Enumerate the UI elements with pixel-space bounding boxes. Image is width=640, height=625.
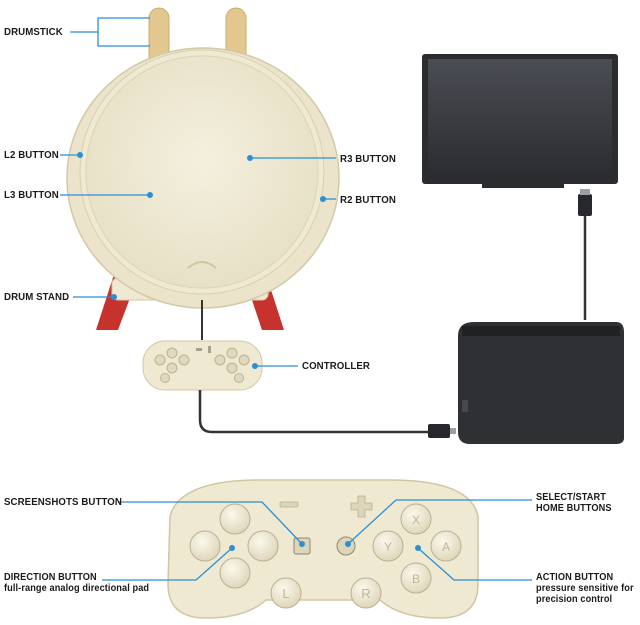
- label-select-start-line1: SELECT/START: [536, 492, 606, 503]
- label-direction-button: DIRECTION BUTTON full-range analog direc…: [4, 572, 149, 594]
- usb-plug-dock: [428, 424, 450, 438]
- button-x-glyph: X: [412, 513, 420, 527]
- hdmi-plug: [578, 194, 592, 216]
- label-r3-button: R3 BUTTON: [340, 153, 396, 165]
- label-drumstick: DRUMSTICK: [4, 26, 63, 38]
- television: [422, 54, 618, 188]
- button-l-glyph: L: [282, 586, 289, 601]
- right-button-cluster: [350, 503, 462, 609]
- label-action-title: ACTION BUTTON: [536, 572, 614, 583]
- switch-dock: [458, 322, 624, 444]
- controller-cable: [198, 390, 430, 434]
- label-action-desc-1: pressure sensitive for: [536, 583, 634, 594]
- label-select-start: SELECT/START HOME BUTTONS: [536, 492, 612, 514]
- left-button-cluster: [189, 503, 302, 609]
- label-r2-button: R2 BUTTON: [340, 194, 396, 206]
- plus-button: [350, 495, 373, 518]
- taiko-drum: [66, 47, 340, 309]
- button-y-glyph: Y: [384, 540, 392, 554]
- controller-small: [142, 340, 263, 391]
- label-select-start-line2: HOME BUTTONS: [536, 503, 612, 514]
- label-drum-stand: DRUM STAND: [4, 291, 70, 303]
- callout-dots: [77, 152, 421, 551]
- button-r-glyph: R: [361, 586, 370, 601]
- minus-button: [279, 501, 299, 508]
- callout-lines: [60, 17, 532, 581]
- button-a-glyph: A: [442, 540, 450, 554]
- label-direction-desc: full-range analog directional pad: [4, 583, 150, 594]
- label-l3-button: L3 BUTTON: [4, 189, 59, 201]
- button-b-glyph: B: [412, 572, 420, 586]
- label-action-desc-2: precision control: [536, 594, 613, 605]
- label-l2-button: L2 BUTTON: [4, 149, 59, 161]
- label-screenshots-button: SCREENSHOTS BUTTON: [4, 496, 122, 508]
- label-controller: CONTROLLER: [302, 360, 371, 372]
- label-action-button: ACTION BUTTON pressure sensitive for pre…: [536, 572, 634, 605]
- label-direction-title: DIRECTION BUTTON: [4, 572, 97, 583]
